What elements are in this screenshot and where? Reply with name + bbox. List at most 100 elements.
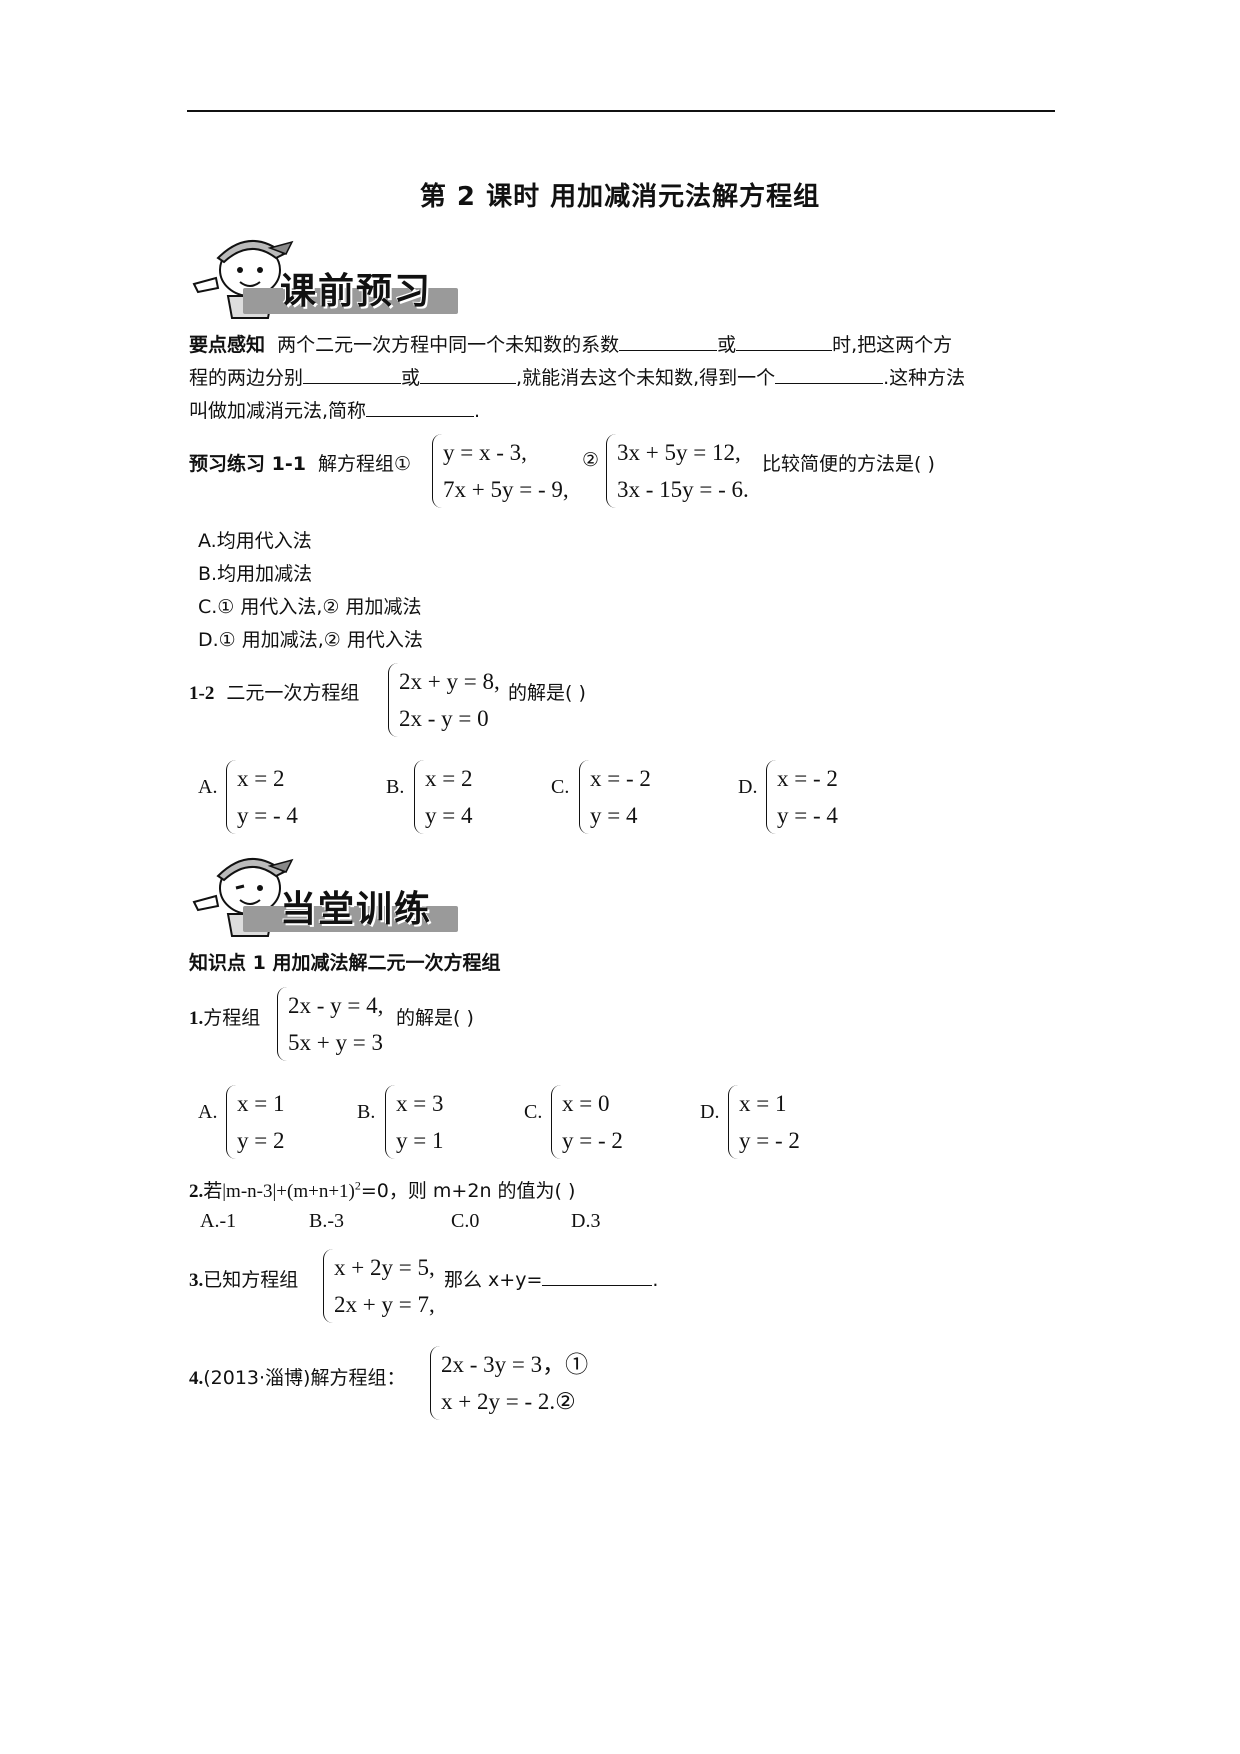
fill-blank[interactable] [303, 365, 402, 384]
option-d-letter[interactable]: D. [700, 1101, 720, 1123]
q4-stem: 4.(2013·淄博)解方程组： [189, 1363, 405, 1390]
knowledge-point-heading: 知识点 1 用加减法解二元一次方程组 [189, 952, 501, 974]
practice-banner: 当堂训练 [188, 846, 460, 940]
equation-row: y = 4 [590, 803, 638, 828]
equation-system-2: 3x + 5y = 12, 3x - 15y = - 6. [606, 434, 749, 508]
option-c-letter[interactable]: C. [524, 1101, 543, 1123]
banner-bar [243, 288, 458, 314]
option-d[interactable]: D.3 [571, 1210, 601, 1232]
ex-label: 1-2 [189, 683, 215, 704]
question-number: 2. [189, 1181, 204, 1202]
preview-banner: 课前预习 [188, 228, 460, 322]
fill-blank[interactable] [775, 365, 884, 384]
q3-stem: 3.已知方程组 [189, 1265, 298, 1292]
banner-label: 当堂训练 [280, 889, 433, 930]
option-c[interactable]: C.0 [451, 1210, 480, 1232]
equation-row: y = - 2 [562, 1128, 623, 1153]
option-c[interactable]: C.① 用代入法,② 用加减法 [198, 596, 422, 618]
equation-row: y = - 4 [237, 803, 298, 828]
concept-label: 要点感知 [189, 334, 266, 356]
concept-line-1: 要点感知 两个二元一次方程中同一个未知数的系数 或 时,把这两个方 [189, 330, 952, 357]
banner-label: 课前预习 [280, 271, 433, 312]
ex-1-1-question: 比较简便的方法是( ) [762, 453, 935, 475]
option-b-letter[interactable]: B. [357, 1101, 376, 1123]
fill-blank[interactable] [619, 332, 718, 351]
option-a-system[interactable]: x = 2 y = - 4 [226, 760, 298, 834]
equation-row: 3x + 5y = 12, [617, 440, 741, 465]
option-d-system[interactable]: x = 1 y = - 2 [728, 1085, 800, 1159]
equation-row: 5x + y = 3 [288, 1030, 383, 1055]
equation-row: 7x + 5y = - 9, [443, 477, 569, 502]
option-a-system[interactable]: x = 1 y = 2 [226, 1085, 284, 1159]
concept-line-3: 叫做加减消元法,简称. [189, 396, 480, 423]
ex-1-2-question: 的解是( ) [508, 682, 586, 704]
option-a[interactable]: A.-1 [200, 1210, 237, 1232]
q1-question: 的解是( ) [396, 1007, 474, 1029]
concept-text: . [474, 400, 481, 422]
concept-text: 或 [401, 367, 421, 389]
equation-row: x = 2 [425, 766, 473, 791]
option-b[interactable]: B.均用加减法 [198, 563, 313, 585]
equation-system-q3: x + 2y = 5, 2x + y = 7, [323, 1249, 435, 1323]
equation-row: 2x + y = 8, [399, 669, 500, 694]
ex-text: 二元一次方程组 [226, 682, 360, 704]
equation-row: x = 1 [237, 1091, 285, 1116]
exponent: 2 [354, 1178, 361, 1193]
equation-row: y = - 2 [739, 1128, 800, 1153]
question-text: =0，则 m+2n 的值为( ) [360, 1180, 576, 1202]
option-c-system[interactable]: x = 0 y = - 2 [551, 1085, 623, 1159]
option-a-letter[interactable]: A. [198, 1101, 218, 1123]
option-b[interactable]: B.-3 [309, 1210, 344, 1232]
equation-row: y = 2 [237, 1128, 285, 1153]
option-a-letter[interactable]: A. [198, 776, 218, 798]
question-text: (2013·淄博)解方程组： [203, 1367, 406, 1389]
question-text: . [652, 1269, 659, 1291]
equation-row: x = - 2 [777, 766, 838, 791]
concept-text: 程的两边分别 [189, 367, 304, 389]
ex-1-1-stem: 预习练习 1-1 解方程组① [189, 449, 411, 476]
equation-row: 3x - 15y = - 6. [617, 477, 749, 502]
equation-row: x = 1 [739, 1091, 787, 1116]
page-title: 第 2 课时 用加减消元法解方程组 [419, 182, 821, 212]
ex-1-1-marker: ② [582, 449, 600, 471]
equation-system-q4: 2x - 3y = 3，① x + 2y = - 2.② [430, 1346, 588, 1420]
concept-text: 两个二元一次方程中同一个未知数的系数 [277, 334, 620, 356]
concept-text: 或 [717, 334, 737, 356]
option-b-system[interactable]: x = 3 y = 1 [385, 1085, 443, 1159]
option-b-letter[interactable]: B. [386, 776, 405, 798]
question-text: 那么 x+y= [444, 1269, 543, 1291]
concept-text: .这种方法 [883, 367, 966, 389]
equation-row: x = - 2 [590, 766, 651, 791]
question-number: 4. [189, 1368, 204, 1389]
q2-stem: 2.若|m-n-3|+(m+n+1)2=0，则 m+2n 的值为( ) [189, 1176, 575, 1203]
option-c-letter[interactable]: C. [551, 776, 570, 798]
equation-row: 2x + y = 7, [334, 1292, 435, 1317]
fill-blank[interactable] [542, 1267, 653, 1286]
equation-row: y = x - 3, [443, 440, 527, 465]
equation-row: y = - 4 [777, 803, 838, 828]
fill-blank[interactable] [420, 365, 517, 384]
equation-row: x + 2y = 5, [334, 1255, 435, 1280]
option-d-letter[interactable]: D. [738, 776, 758, 798]
option-d[interactable]: D.① 用加减法,② 用代入法 [198, 629, 423, 651]
fill-blank[interactable] [366, 398, 475, 417]
fill-blank[interactable] [736, 332, 833, 351]
concept-line-2: 程的两边分别或,就能消去这个未知数,得到一个.这种方法 [189, 363, 965, 390]
equation-row: y = 1 [396, 1128, 444, 1153]
option-b-system[interactable]: x = 2 y = 4 [414, 760, 472, 834]
equation-row: 2x - 3y = 3，① [441, 1352, 589, 1377]
concept-text: 时,把这两个方 [832, 334, 953, 356]
option-a[interactable]: A.均用代入法 [198, 530, 312, 552]
question-text: 若|m-n-3|+(m+n+1) [203, 1181, 355, 1202]
q3-question: 那么 x+y=. [444, 1265, 658, 1292]
question-text: 方程组 [203, 1007, 261, 1029]
option-c-system[interactable]: x = - 2 y = 4 [579, 760, 651, 834]
equation-row: y = 4 [425, 803, 473, 828]
equation-system-3: 2x + y = 8, 2x - y = 0 [388, 663, 500, 737]
equation-row: 2x - y = 4, [288, 993, 384, 1018]
header-rule [187, 110, 1055, 112]
question-number: 1. [189, 1008, 204, 1029]
option-d-system[interactable]: x = - 2 y = - 4 [766, 760, 838, 834]
equation-system-q1: 2x - y = 4, 5x + y = 3 [277, 987, 383, 1061]
equation-row: 2x - y = 0 [399, 706, 489, 731]
